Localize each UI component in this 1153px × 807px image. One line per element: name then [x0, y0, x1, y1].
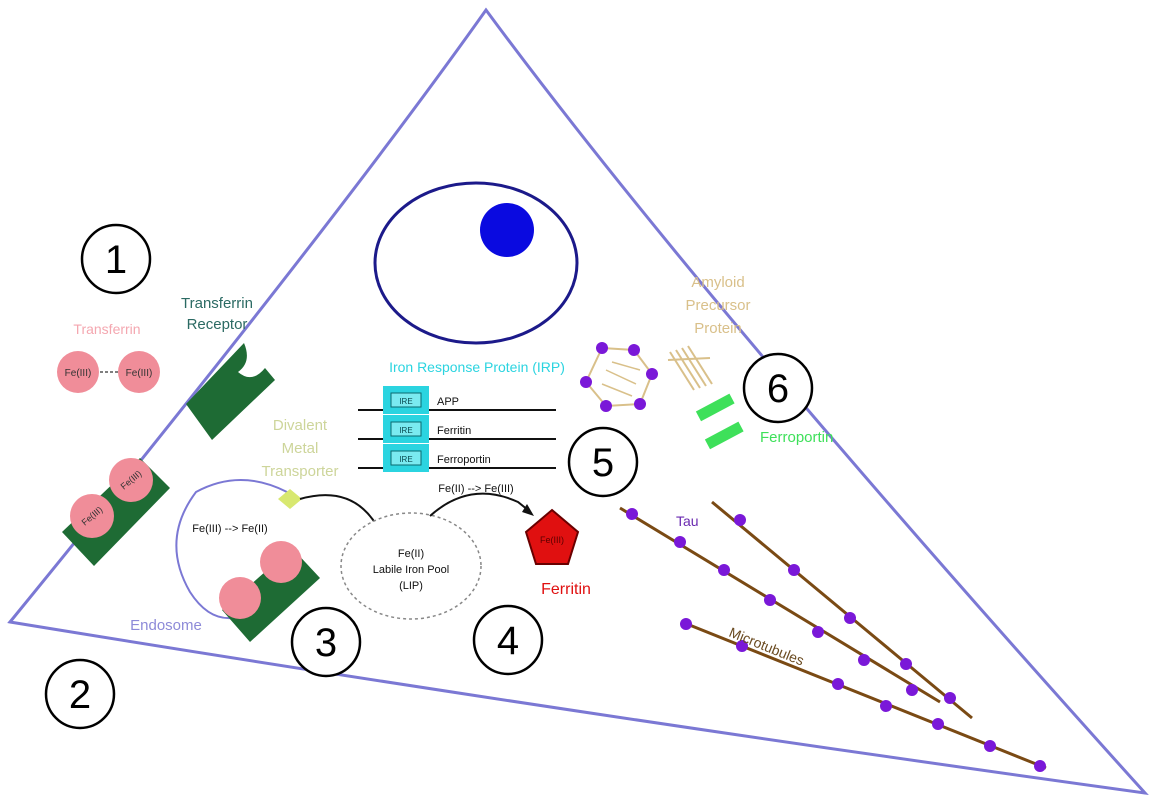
labile-iron-pool: [340, 512, 482, 620]
fe-iii-label-b: Fe(III): [126, 368, 153, 379]
step-6-marker: 6: [742, 352, 814, 424]
nucleolus: [480, 203, 534, 257]
step-4-marker: 4: [472, 604, 544, 676]
transferrin-receptor-label-line1: Transferrin: [181, 295, 253, 312]
ferritin-label: Ferritin: [541, 581, 591, 598]
endosome-receptor-complex: [219, 541, 320, 642]
mrna-app-label: APP: [437, 396, 459, 408]
microtubule-1: [711, 500, 973, 720]
lip-label-line3: (LIP): [399, 580, 423, 592]
transferrin-receptor: [186, 343, 275, 440]
cell-membrane: [7, 7, 1149, 796]
lip-label-line1: Fe(II): [398, 548, 424, 560]
ferritin-pentagon: [524, 508, 580, 565]
ferroportin-channel: [695, 393, 744, 450]
mrna-ferroportin-label: Ferroportin: [437, 454, 491, 466]
transferrin-molecule: Fe(III) Fe(III): [57, 351, 160, 393]
lip-to-ferritin-arrowhead: [522, 504, 534, 516]
endosome: [175, 479, 288, 620]
irp-box-3-label: IRE: [399, 455, 412, 464]
app-membrane-protein: [667, 345, 713, 391]
fe-iii-label-a: Fe(III): [65, 368, 92, 379]
dmt-label-line1: Divalent: [273, 417, 328, 434]
step-3-number: 3: [315, 621, 337, 665]
tau-label: Tau: [676, 513, 699, 529]
endosome-label: Endosome: [130, 617, 202, 634]
microtubule-2: [619, 506, 941, 704]
amyloid-label-line3: Protein: [694, 320, 742, 337]
amyloid-label-line1: Amyloid: [691, 274, 744, 291]
irp-box-1-label: IRE: [399, 397, 412, 406]
step-4-number: 4: [497, 619, 519, 663]
transferrin-receptor-label-line2: Receptor: [187, 316, 248, 333]
lip-label-line2: Labile Iron Pool: [373, 564, 449, 576]
irp-box-2-label: IRE: [399, 426, 412, 435]
irp-title: Iron Response Protein (IRP): [389, 359, 565, 375]
ferritin-inner-label: Fe(III): [540, 535, 564, 545]
dmt-label-line3: Transporter: [262, 463, 339, 480]
iron-cluster: [580, 342, 658, 412]
dmt-label-line2: Metal: [282, 440, 319, 457]
mrna-ferritin-label: Ferritin: [437, 425, 471, 437]
mrna-app: IRE APP: [358, 386, 556, 414]
receptor-bound-transferrin: Fe(III) Fe(III): [62, 458, 170, 566]
mrna-ferritin: IRE Ferritin: [358, 415, 556, 443]
dmt-channel: [278, 489, 302, 509]
step-5-marker: 5: [567, 426, 639, 498]
tau-proteins: [626, 508, 1046, 772]
ferritin-reaction-label: Fe(II) --> Fe(III): [438, 483, 513, 495]
step-2-marker: 2: [44, 658, 116, 730]
mrna-ferroportin: IRE Ferroportin: [358, 444, 556, 472]
amyloid-label-line2: Precursor: [685, 297, 750, 314]
ferroportin-label: Ferroportin: [760, 429, 833, 446]
step-1-number: 1: [105, 238, 127, 282]
step-1-marker: 1: [80, 223, 152, 295]
transferrin-label: Transferrin: [73, 321, 140, 337]
step-5-number: 5: [592, 441, 614, 485]
step-3-marker: 3: [290, 606, 362, 678]
endosome-reaction-label: Fe(III) --> Fe(II): [192, 523, 267, 535]
nucleus: [373, 181, 579, 345]
step-6-number: 6: [767, 367, 789, 411]
lip-to-ferritin-arrow: [429, 492, 529, 517]
step-2-number: 2: [69, 673, 91, 717]
